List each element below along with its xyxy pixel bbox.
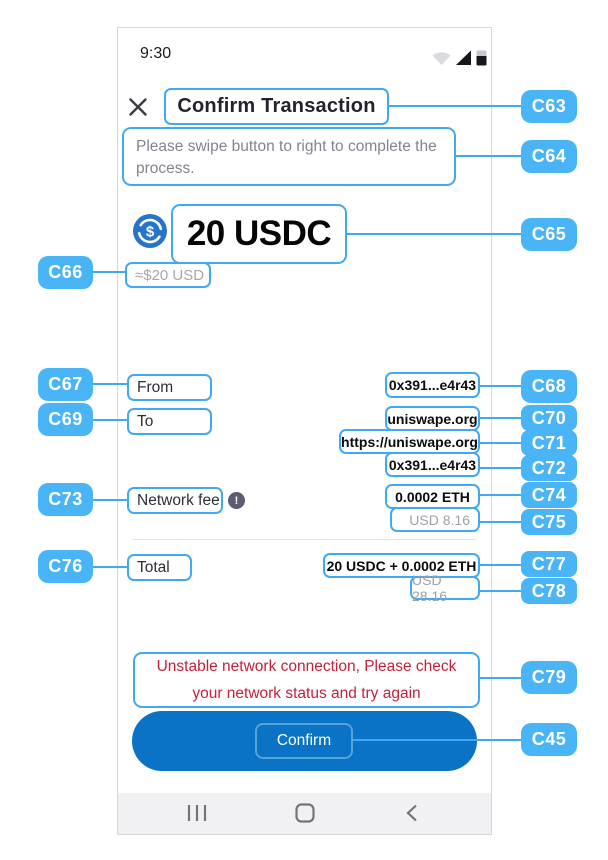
to-site-name: uniswape.org xyxy=(385,406,480,431)
annotation-c71: C71 xyxy=(521,430,577,456)
connector-c77 xyxy=(480,564,521,566)
connector-c64 xyxy=(456,155,521,157)
status-icons xyxy=(432,50,487,66)
annotation-c76: C76 xyxy=(38,550,93,583)
network-warning: Unstable network connection, Please chec… xyxy=(133,652,480,708)
signal-icon xyxy=(456,50,471,65)
annotation-c63: C63 xyxy=(521,90,577,123)
connector-c78 xyxy=(480,590,521,592)
annotation-c68: C68 xyxy=(521,370,577,403)
info-icon[interactable]: ! xyxy=(228,492,245,509)
connector-c79 xyxy=(480,677,521,679)
svg-text:$: $ xyxy=(146,224,155,241)
page-title: Confirm Transaction xyxy=(164,88,389,125)
home-icon[interactable] xyxy=(295,803,315,823)
confirm-button[interactable] xyxy=(132,711,477,771)
connector-c72 xyxy=(480,467,521,469)
connector-c45 xyxy=(353,739,521,741)
annotation-c64: C64 xyxy=(521,140,577,173)
network-fee-label: Network fee xyxy=(127,487,223,514)
total-value: 20 USDC + 0.0002 ETH xyxy=(323,553,480,578)
annotation-c65: C65 xyxy=(521,218,577,251)
to-label: To xyxy=(127,408,212,435)
to-address: 0x391...e4r43 xyxy=(385,452,480,477)
connector-c74 xyxy=(480,494,521,496)
connector-c76 xyxy=(92,566,127,568)
annotation-c77: C77 xyxy=(521,551,577,577)
connector-c68 xyxy=(480,385,521,387)
annotation-c79: C79 xyxy=(521,661,577,694)
annotation-c75: C75 xyxy=(521,509,577,535)
usdc-icon: $ xyxy=(133,214,167,248)
confirm-button-label[interactable]: Confirm xyxy=(255,723,353,759)
network-fee-fiat: USD 8.16 xyxy=(390,507,480,532)
amount-fiat-text: ≈$20 USD xyxy=(135,266,205,284)
swipe-instruction-text: Please swipe button to right to complete… xyxy=(136,138,437,177)
section-divider xyxy=(132,539,476,540)
annotation-c78: C78 xyxy=(521,578,577,604)
back-icon[interactable] xyxy=(406,804,418,822)
annotation-c45: C45 xyxy=(521,723,577,756)
amount-text: 20 USDC xyxy=(186,214,332,253)
wifi-icon xyxy=(432,52,451,65)
to-site-url: https://uniswape.org xyxy=(339,429,480,454)
connector-c67 xyxy=(92,383,127,385)
connector-c75 xyxy=(480,521,521,523)
page-title-text: Confirm Transaction xyxy=(177,95,376,117)
connector-c73 xyxy=(92,499,127,501)
swipe-instruction: Please swipe button to right to complete… xyxy=(122,127,456,186)
connector-c70 xyxy=(480,417,521,419)
from-value: 0x391...e4r43 xyxy=(385,372,480,398)
connector-c63 xyxy=(389,105,521,107)
total-fiat: USD 28.16 xyxy=(410,572,480,604)
network-fee-value: 0.0002 ETH xyxy=(385,484,480,509)
annotation-c69: C69 xyxy=(38,403,93,436)
status-time: 9:30 xyxy=(140,45,172,62)
annotation-c73: C73 xyxy=(38,483,93,516)
android-nav-bar xyxy=(118,793,491,834)
annotation-c67: C67 xyxy=(38,368,93,401)
annotation-c74: C74 xyxy=(521,482,577,508)
connector-c71 xyxy=(480,442,521,444)
connector-c66 xyxy=(92,271,125,273)
connector-c69 xyxy=(92,419,127,421)
annotation-c72: C72 xyxy=(521,455,577,481)
from-label: From xyxy=(127,374,212,401)
recent-apps-icon[interactable] xyxy=(186,804,208,822)
connector-c65 xyxy=(347,233,521,235)
annotation-c70: C70 xyxy=(521,405,577,431)
close-icon[interactable] xyxy=(127,96,149,118)
annotation-c66: C66 xyxy=(38,256,93,289)
amount-fiat: ≈$20 USD xyxy=(125,262,211,288)
amount: 20 USDC xyxy=(171,204,347,264)
total-label: Total xyxy=(127,554,192,581)
